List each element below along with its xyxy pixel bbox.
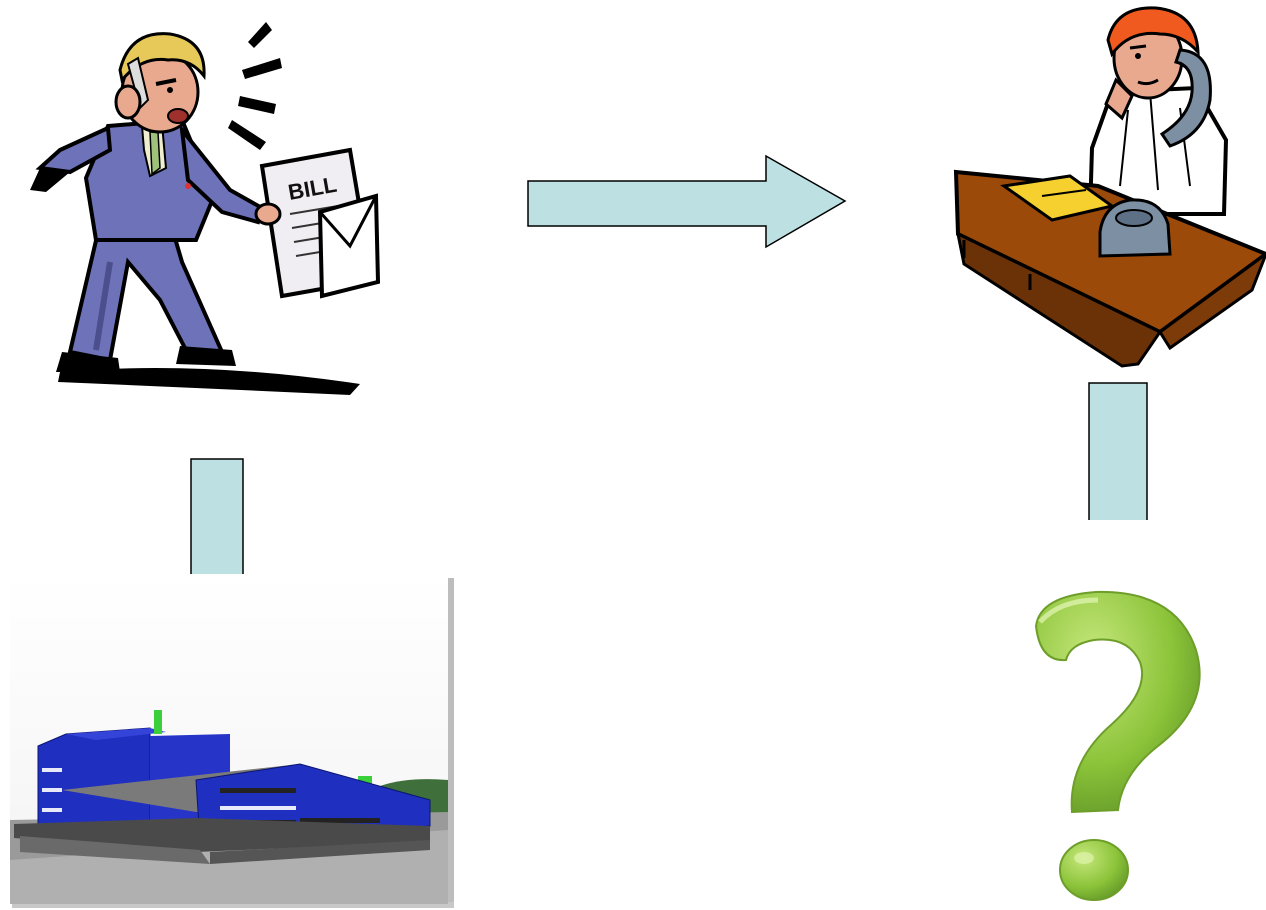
- question-mark-icon: [0, 0, 1266, 910]
